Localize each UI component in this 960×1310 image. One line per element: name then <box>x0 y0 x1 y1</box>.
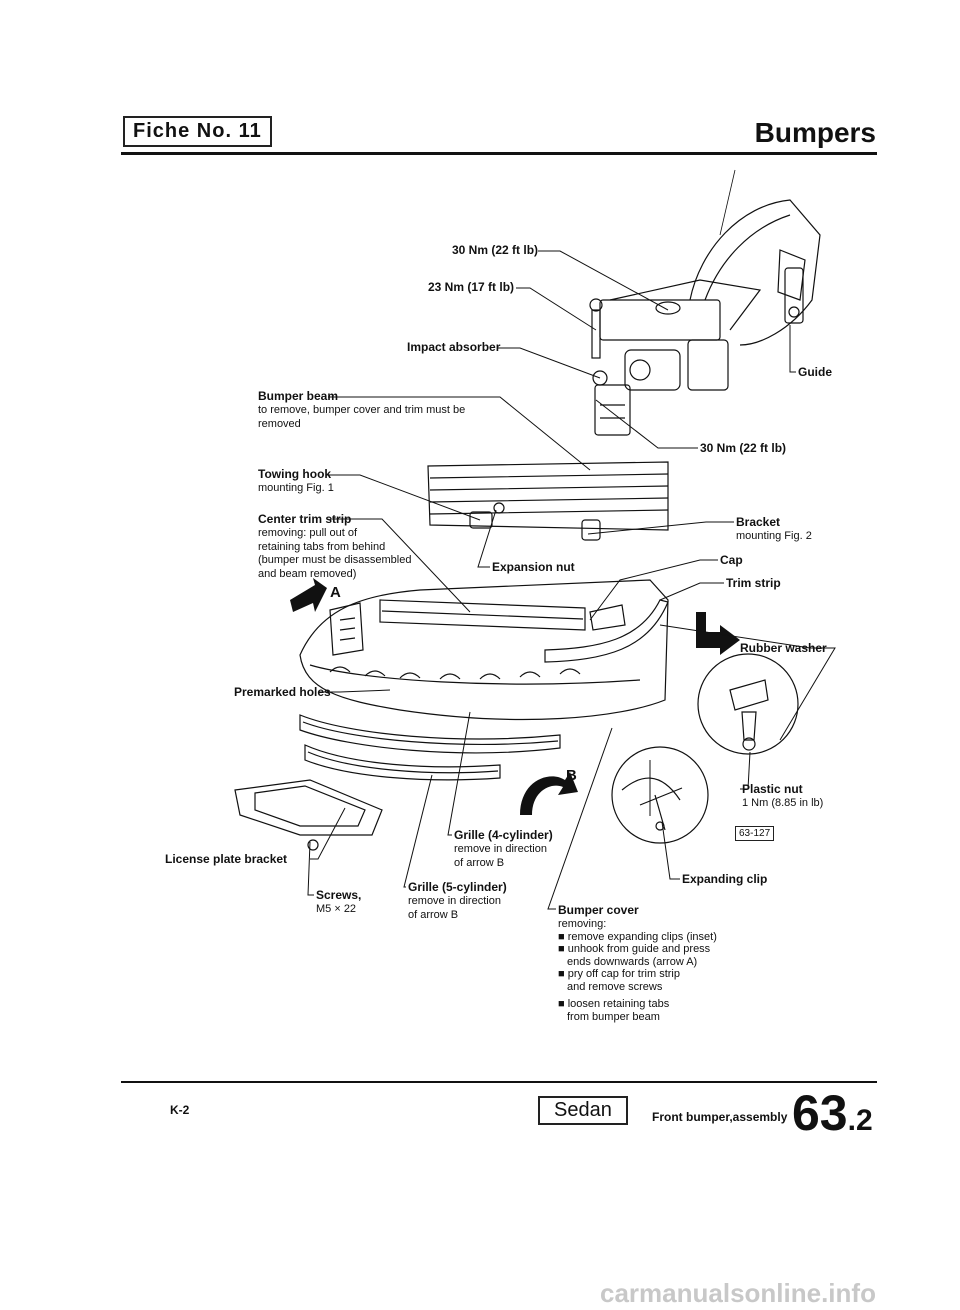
grille-5-note: remove in direction of arrow B <box>408 895 501 921</box>
label-arrow-a: A <box>330 584 341 601</box>
car-body-corner <box>689 169 821 346</box>
label-grille-4: Grille (4-cylinder) remove in direction … <box>454 828 553 869</box>
footer-caption: Front bumper,assembly <box>652 1110 788 1124</box>
inset-rubber-washer <box>697 653 799 755</box>
arrow-a-icon <box>290 578 327 612</box>
step-item: ■ unhook from guide and press ends downw… <box>558 943 711 968</box>
page-major: 63 <box>792 1085 848 1141</box>
label-bumper-beam: Bumper beam to remove, bumper cover and … <box>258 389 466 430</box>
step-item: ■ loosen retaining tabs from bumper beam <box>558 998 670 1023</box>
label-guide: Guide <box>798 365 833 379</box>
label-premarked-holes: Premarked holes <box>234 685 331 699</box>
label-trim-strip: Trim strip <box>726 576 781 590</box>
header-rule <box>121 152 877 155</box>
label-grille-5: Grille (5-cylinder) remove in direction … <box>408 880 507 921</box>
watermark: carmanualsonline.info <box>600 1278 876 1308</box>
figure-number: 63-127 <box>735 826 775 841</box>
step-item: ■ pry off cap for trim strip and remove … <box>558 968 680 993</box>
label-torque-30-right: 30 Nm (22 ft lb) <box>700 441 787 455</box>
page-minor: .2 <box>847 1104 873 1137</box>
label-license-plate-bracket: License plate bracket <box>165 852 288 866</box>
grille-4-note: remove in direction of arrow B <box>454 843 547 869</box>
footer-code: K-2 <box>170 1103 190 1117</box>
leader-lines <box>307 250 836 910</box>
bumper-cover-steps: ■ remove expanding clips (inset) ■ unhoo… <box>558 931 717 1024</box>
label-torque-23: 23 Nm (17 ft lb) <box>428 280 515 294</box>
lower-grilles <box>299 714 561 781</box>
center-trim-strip <box>379 599 586 631</box>
page-number: 63.2 <box>792 1084 873 1142</box>
bumper-beam <box>427 461 669 541</box>
inset-expanding-clip <box>611 746 709 844</box>
label-cap: Cap <box>720 553 743 567</box>
bumper-cover-shape <box>299 579 669 721</box>
bumper-beam-note: to remove, bumper cover and trim must be… <box>258 404 466 430</box>
page-title: Bumpers <box>754 117 876 148</box>
label-plastic-nut: Plastic nut 1 Nm (8.85 in lb) <box>742 782 824 810</box>
bracket-note: mounting Fig. 2 <box>736 530 812 542</box>
footer-rule <box>121 1081 877 1083</box>
impact-absorber-assembly <box>589 279 762 436</box>
trim-strip-right <box>544 599 669 663</box>
label-bracket: Bracket mounting Fig. 2 <box>736 515 812 543</box>
fiche-number: Fiche No. 11 <box>123 116 272 147</box>
screws-note: M5 × 22 <box>316 903 357 915</box>
bumper-cover-note: removing: <box>558 918 607 930</box>
step-item: ■ remove expanding clips (inset) <box>558 930 717 943</box>
label-torque-30-top: 30 Nm (22 ft lb) <box>452 243 539 257</box>
label-bumper-cover: Bumper cover removing: ■ remove expandin… <box>558 903 717 1024</box>
arrow-b-icon <box>520 772 578 815</box>
towing-hook-note: mounting Fig. 1 <box>258 482 334 494</box>
license-plate-bracket-shape <box>234 779 383 836</box>
footer-model-box: Sedan <box>538 1096 628 1125</box>
label-expansion-nut: Expansion nut <box>492 560 575 574</box>
label-arrow-b: B <box>566 767 577 784</box>
plastic-nut-note: 1 Nm (8.85 in lb) <box>742 797 824 809</box>
center-trim-note: removing: pull out of retaining tabs fro… <box>258 527 412 580</box>
label-screws: Screws, M5 × 22 <box>316 888 362 916</box>
label-impact-absorber: Impact absorber <box>407 340 501 354</box>
label-expanding-clip: Expanding clip <box>682 872 768 886</box>
label-towing-hook: Towing hook mounting Fig. 1 <box>258 467 334 495</box>
label-rubber-washer: Rubber washer <box>740 641 827 655</box>
label-center-trim-strip: Center trim strip removing: pull out of … <box>258 512 412 580</box>
